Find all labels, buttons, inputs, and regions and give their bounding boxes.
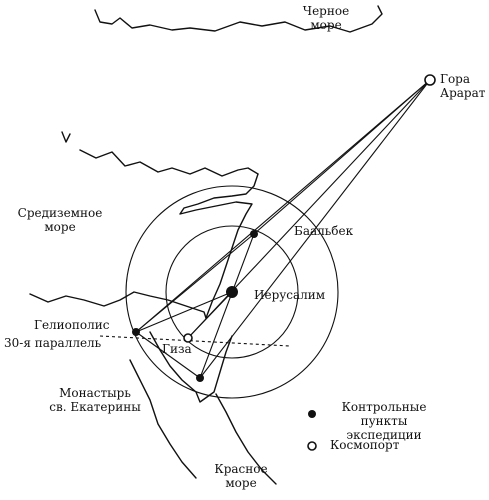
heliopolis-label: Гелиополис (34, 318, 110, 332)
outer-circle (125, 185, 339, 399)
line-jerusalem-giza (187, 291, 233, 339)
levant-coast (179, 173, 259, 319)
line-ararat-heliopolis (135, 79, 431, 333)
line-baalbek-monastery (199, 233, 255, 379)
parallel-30-line (99, 335, 291, 347)
line-heliopolis-jerusalem (135, 291, 233, 333)
ararat-label: Гора Арарат (440, 72, 486, 100)
sinai-coast (149, 331, 233, 403)
red-sea-coast (129, 359, 277, 485)
inner-circle (165, 225, 299, 359)
red-sea-label: Красное море (214, 462, 268, 490)
jerusalem-label: Иерусалим (254, 288, 326, 302)
giza-spaceport (183, 333, 193, 343)
giza-label: Гиза (162, 342, 192, 356)
mediterranean-label: Средиземное море (17, 206, 103, 234)
legend-spaceport-label: Космопорт (330, 438, 400, 452)
jerusalem-point (226, 286, 238, 298)
line-ararat-monastery (199, 79, 431, 379)
legend-control-points-label: Контрольные пункты экспедиции (341, 400, 427, 442)
egypt-coast (29, 291, 207, 319)
ararat-spaceport (424, 74, 436, 86)
black-sea-label: Черное море (302, 4, 350, 32)
line-ararat-baalbek (253, 79, 431, 235)
monastery-label: Монастырь св. Екатерины (49, 386, 141, 414)
black-sea-coast (94, 5, 383, 33)
parallel-label: 30-я параллель (4, 336, 102, 350)
turkey-coast (61, 131, 259, 177)
line-heliopolis-monastery (135, 331, 201, 379)
monastery-point (196, 374, 204, 382)
legend-spaceport-icon (307, 441, 317, 451)
line-heliopolis-baalbek (135, 233, 255, 333)
baalbek-point (250, 230, 258, 238)
heliopolis-point (132, 328, 140, 336)
baalbek-label: Баальбек (294, 224, 354, 238)
legend-control-point-icon (308, 410, 316, 418)
